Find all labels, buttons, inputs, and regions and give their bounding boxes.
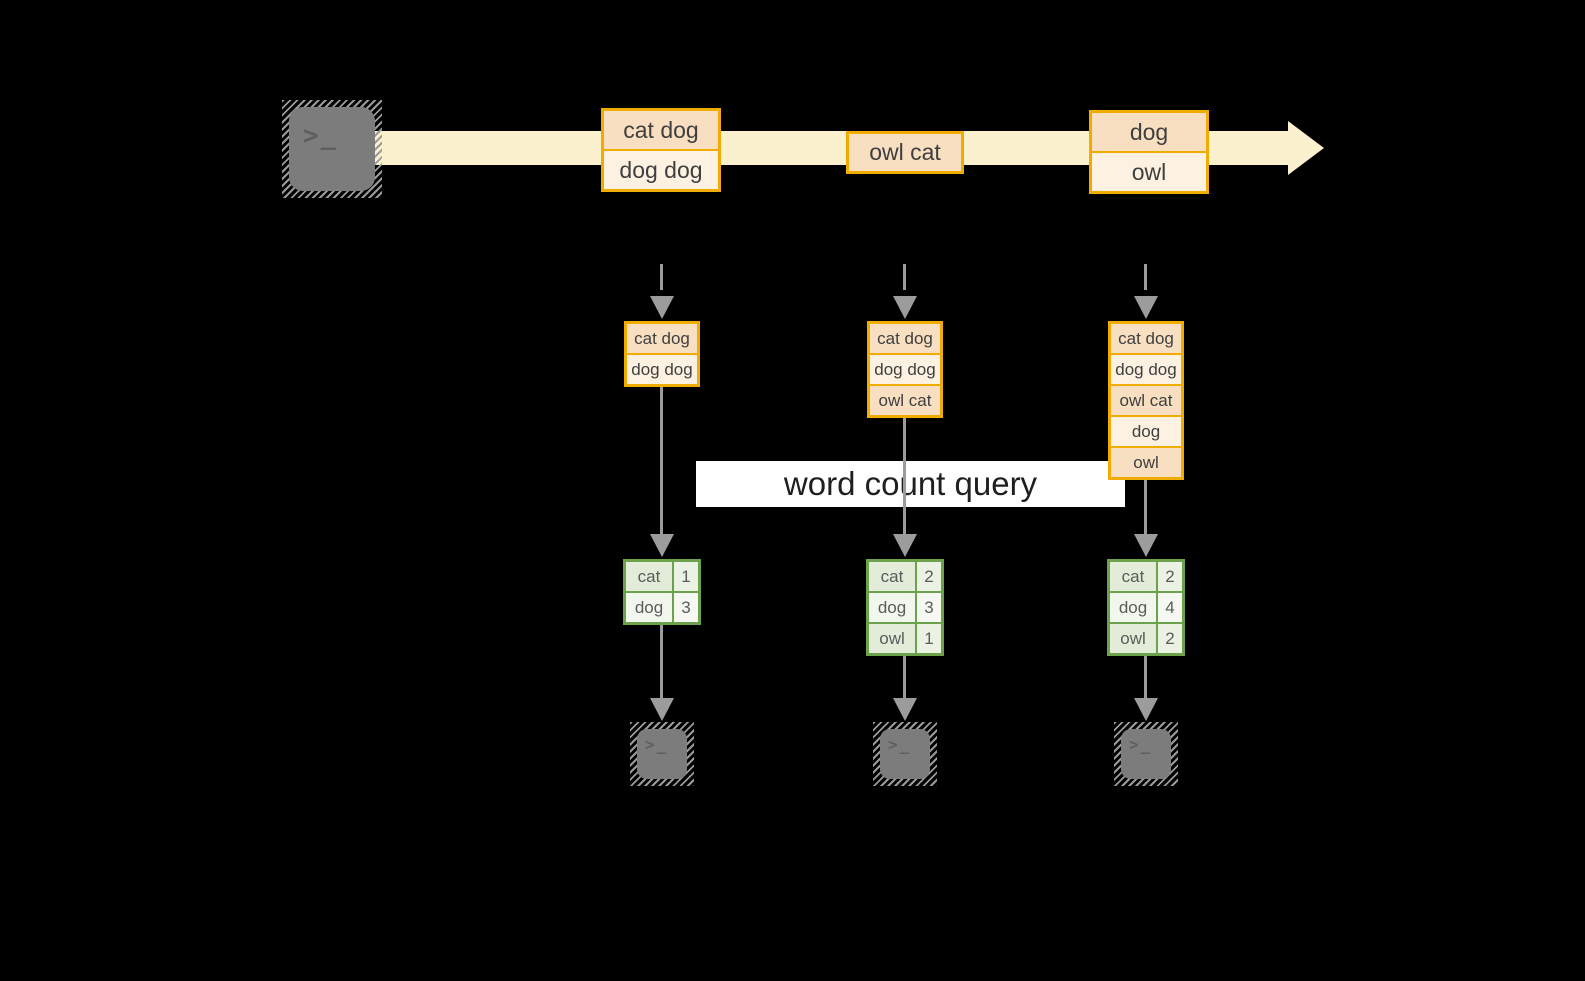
stream-arrowhead bbox=[1288, 121, 1324, 175]
arrow-head-icon bbox=[893, 534, 917, 557]
buffer-cell: owl cat bbox=[1111, 384, 1181, 415]
count-word-cell: dog bbox=[626, 593, 672, 622]
count-value-cell: 2 bbox=[1158, 624, 1182, 653]
buffer-stack-3: cat dog dog dog owl cat dog owl bbox=[1108, 321, 1184, 480]
query-banner: word count query bbox=[696, 461, 1125, 507]
buffer-stack-2: cat dog dog dog owl cat bbox=[867, 321, 943, 418]
dashed-arrow-head-icon bbox=[1134, 296, 1158, 319]
buffer-cell: dog dog bbox=[1111, 353, 1181, 384]
count-word-cell: cat bbox=[869, 562, 915, 591]
buffer-cell: owl bbox=[1111, 446, 1181, 477]
arrow-line bbox=[903, 418, 906, 534]
count-word-cell: cat bbox=[1110, 562, 1156, 591]
count-value-cell: 3 bbox=[917, 593, 941, 622]
dashed-arrow-line bbox=[660, 264, 663, 296]
count-word-cell: dog bbox=[1110, 593, 1156, 622]
terminal-screen: >_ bbox=[637, 729, 687, 779]
consumer-terminal-icon: >_ bbox=[630, 722, 694, 786]
count-word-cell: owl bbox=[869, 624, 915, 653]
buffer-cell: cat dog bbox=[870, 324, 940, 353]
buffer-cell: cat dog bbox=[1111, 324, 1181, 353]
terminal-screen: >_ bbox=[289, 107, 375, 191]
buffer-cell: owl cat bbox=[870, 384, 940, 415]
event-cell: owl cat bbox=[849, 134, 961, 171]
terminal-prompt-glyph: >_ bbox=[303, 121, 339, 151]
terminal-screen: >_ bbox=[1121, 729, 1171, 779]
source-terminal-icon: >_ bbox=[282, 100, 382, 198]
arrow-head-icon bbox=[893, 698, 917, 721]
dashed-arrow-line bbox=[1144, 264, 1147, 296]
dashed-arrow-head-icon bbox=[650, 296, 674, 319]
arrow-head-icon bbox=[1134, 534, 1158, 557]
arrow-line bbox=[660, 624, 663, 698]
count-value-cell: 4 bbox=[1158, 593, 1182, 622]
count-value-cell: 2 bbox=[1158, 562, 1182, 591]
arrow-head-icon bbox=[650, 534, 674, 557]
event-box-2: owl cat bbox=[846, 131, 964, 174]
dashed-arrow-line bbox=[903, 264, 906, 296]
buffer-cell: cat dog bbox=[627, 324, 697, 353]
event-cell: dog dog bbox=[604, 149, 718, 189]
arrow-head-icon bbox=[650, 698, 674, 721]
terminal-prompt-glyph: >_ bbox=[645, 735, 669, 754]
buffer-cell: dog dog bbox=[870, 353, 940, 384]
buffer-cell: dog dog bbox=[627, 353, 697, 384]
event-cell: cat dog bbox=[604, 111, 718, 149]
event-cell: dog bbox=[1092, 113, 1206, 151]
consumer-terminal-icon: >_ bbox=[873, 722, 937, 786]
event-box-3: dog owl bbox=[1089, 110, 1209, 194]
count-value-cell: 1 bbox=[917, 624, 941, 653]
terminal-screen: >_ bbox=[880, 729, 930, 779]
query-banner-label: word count query bbox=[783, 465, 1038, 502]
arrow-line bbox=[1144, 480, 1147, 534]
count-word-cell: owl bbox=[1110, 624, 1156, 653]
arrow-line bbox=[1144, 655, 1147, 698]
count-word-cell: cat bbox=[626, 562, 672, 591]
count-value-cell: 1 bbox=[674, 562, 698, 591]
count-word-cell: dog bbox=[869, 593, 915, 622]
count-value-cell: 3 bbox=[674, 593, 698, 622]
consumer-terminal-icon: >_ bbox=[1114, 722, 1178, 786]
event-box-1: cat dog dog dog bbox=[601, 108, 721, 192]
terminal-prompt-glyph: >_ bbox=[1129, 735, 1153, 754]
count-value-cell: 2 bbox=[917, 562, 941, 591]
dashed-arrow-head-icon bbox=[893, 296, 917, 319]
count-table-2: cat 2 dog 3 owl 1 bbox=[866, 559, 944, 656]
event-cell: owl bbox=[1092, 151, 1206, 191]
buffer-cell: dog bbox=[1111, 415, 1181, 446]
terminal-prompt-glyph: >_ bbox=[888, 735, 912, 754]
arrow-line bbox=[660, 387, 663, 534]
count-table-1: cat 1 dog 3 bbox=[623, 559, 701, 625]
arrow-line bbox=[903, 655, 906, 698]
count-table-3: cat 2 dog 4 owl 2 bbox=[1107, 559, 1185, 656]
arrow-head-icon bbox=[1134, 698, 1158, 721]
buffer-stack-1: cat dog dog dog bbox=[624, 321, 700, 387]
